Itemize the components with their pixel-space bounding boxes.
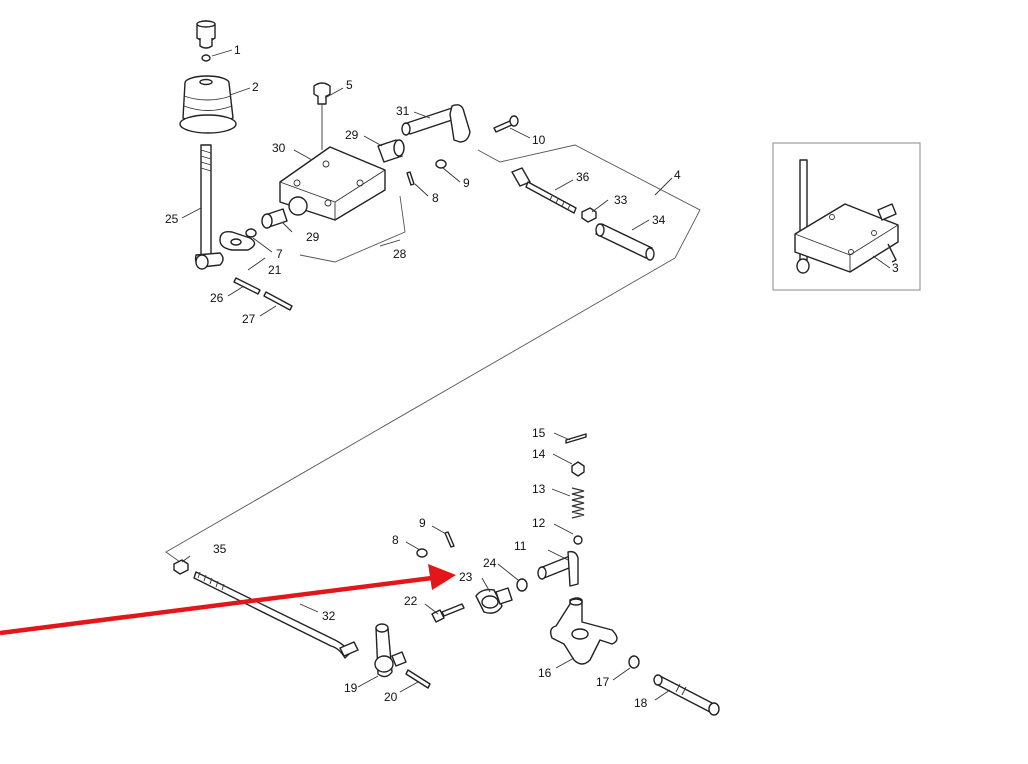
- rubber-boot-part: [179, 75, 237, 134]
- callout-19: 19: [344, 681, 358, 695]
- bushing-29-upper-part: [377, 139, 405, 163]
- callout-11: 11: [514, 539, 527, 553]
- group-bracket-4: [477, 144, 701, 259]
- cotter-pin-8-upper-part: [406, 171, 415, 186]
- callout-15: 15: [532, 426, 546, 440]
- gasket-part: [219, 228, 257, 251]
- red-pointer-arrow: [0, 564, 456, 636]
- pin-15-part: [565, 433, 587, 444]
- callout-21: 21: [268, 263, 282, 277]
- callout-9-upper: 9: [463, 176, 470, 190]
- pin-20-part: [405, 669, 431, 689]
- callout-16: 16: [538, 666, 552, 680]
- shift-rail-18-part: [653, 674, 720, 716]
- washer-8-lower-part: [416, 548, 428, 558]
- bolt-5-part: [313, 82, 331, 150]
- callout-17: 17: [596, 675, 610, 689]
- shaft-arm-11-part: [537, 550, 579, 587]
- callout-labels: 1 2 3 4 5 7 8 8 9 9 10 11 12 13 14 15 16…: [165, 43, 899, 710]
- callout-14: 14: [532, 447, 546, 461]
- callout-3: 3: [892, 261, 899, 275]
- sleeve-34-part: [595, 223, 655, 261]
- callout-22: 22: [404, 594, 418, 608]
- callout-9-lower: 9: [419, 516, 426, 530]
- callout-12: 12: [532, 516, 546, 530]
- callout-13: 13: [532, 482, 546, 496]
- long-link-line: [165, 257, 676, 563]
- callout-18: 18: [634, 696, 648, 710]
- callout-8-lower: 8: [392, 533, 399, 547]
- callout-8-upper: 8: [432, 191, 439, 205]
- callout-27: 27: [242, 312, 256, 326]
- callout-33: 33: [614, 193, 628, 207]
- callout-35: 35: [213, 542, 227, 556]
- callout-7: 7: [276, 247, 283, 261]
- callout-23: 23: [459, 570, 473, 584]
- bolt-10-part: [493, 115, 519, 133]
- callout-26: 26: [210, 291, 224, 305]
- callout-30: 30: [272, 141, 286, 155]
- plug-14-part: [571, 461, 585, 477]
- shaft-lever-part: [401, 104, 471, 143]
- inset-box: [772, 142, 921, 291]
- callout-1: 1: [234, 43, 241, 57]
- callout-24: 24: [483, 556, 497, 570]
- flange-bushing-23-part: [475, 587, 513, 614]
- ball-12-part: [573, 535, 583, 545]
- shift-fork-16-part: [549, 597, 618, 665]
- gear-lever-rod-part: [194, 144, 224, 270]
- callout-10: 10: [532, 133, 546, 147]
- pin-26-part: [233, 277, 261, 295]
- callout-31: 31: [396, 104, 410, 118]
- callout-2: 2: [252, 80, 259, 94]
- callout-29-lower: 29: [306, 230, 320, 244]
- washer-17-part: [628, 655, 640, 669]
- knob-cap-part: [196, 20, 216, 62]
- callout-29-upper: 29: [345, 128, 359, 142]
- callout-28: 28: [393, 247, 407, 261]
- washer-24-part: [516, 578, 528, 592]
- callout-20: 20: [384, 690, 398, 704]
- nut-35-part: [173, 559, 189, 575]
- bushing-29-lower-part: [261, 196, 308, 229]
- lever-arm-19-part: [374, 623, 407, 678]
- callout-5: 5: [346, 78, 353, 92]
- pin-27-part: [263, 291, 293, 311]
- callout-32: 32: [322, 609, 336, 623]
- callout-34: 34: [652, 213, 666, 227]
- washer-9-upper-part: [435, 159, 447, 169]
- cotter-pin-9-lower-part: [444, 531, 455, 548]
- shift-rod-32-part: [193, 571, 359, 659]
- bolt-22-part: [431, 603, 465, 623]
- clevis-rod-part: [511, 167, 577, 214]
- callout-25: 25: [165, 212, 179, 226]
- group-bracket-28: [299, 195, 406, 263]
- callout-36: 36: [576, 170, 590, 184]
- leader-lines: [181, 49, 891, 701]
- spring-13-part: [571, 487, 585, 519]
- callout-4: 4: [674, 168, 681, 182]
